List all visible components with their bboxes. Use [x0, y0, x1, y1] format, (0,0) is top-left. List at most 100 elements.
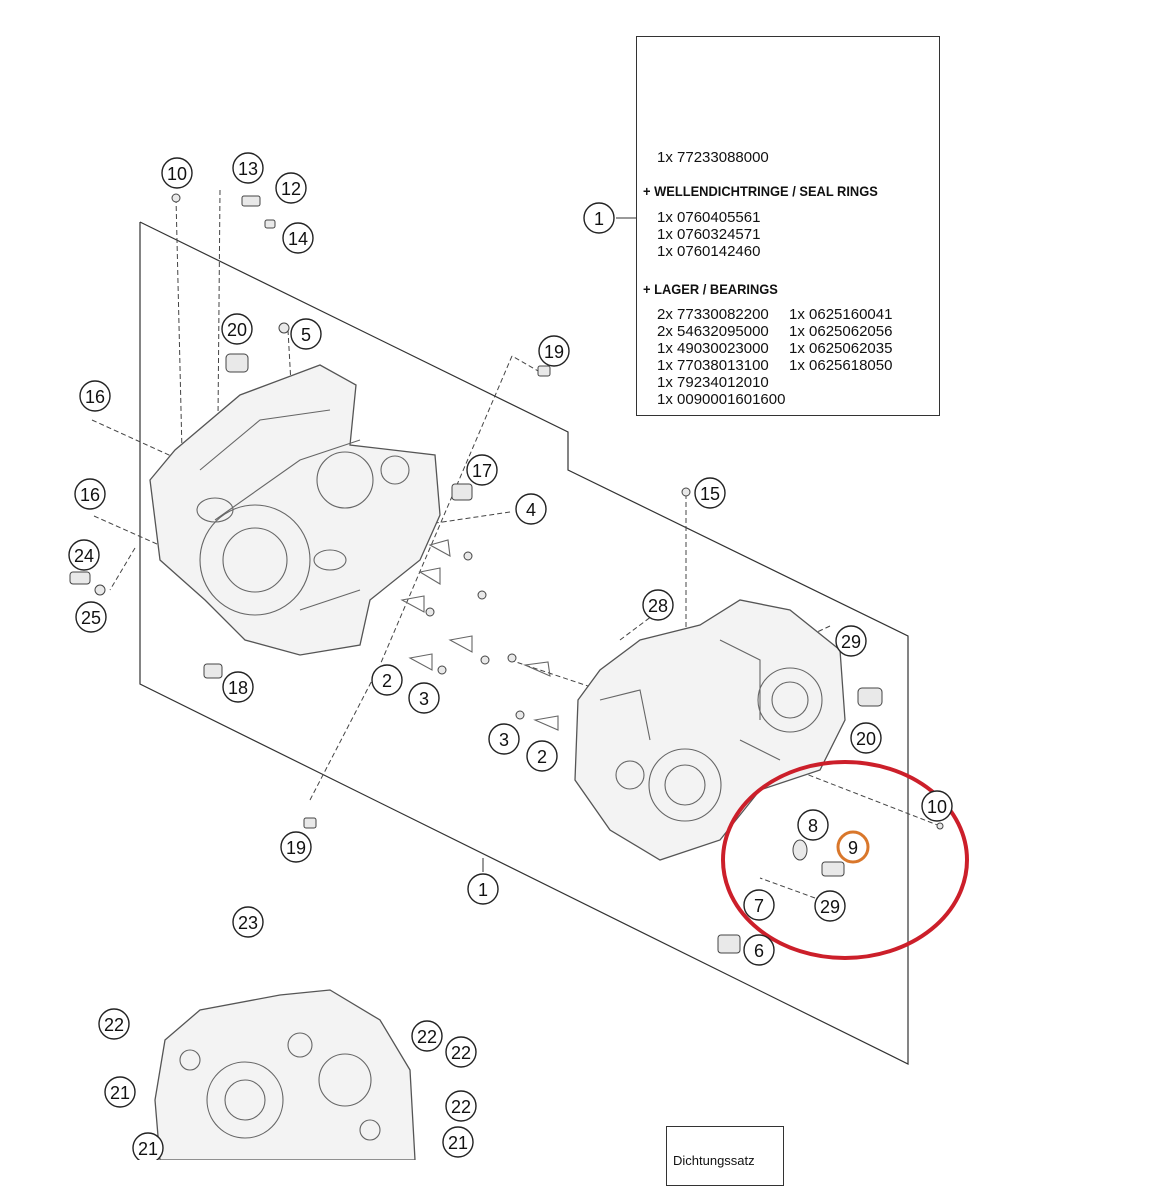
callout-label: 22	[451, 1097, 471, 1117]
callout-label: 20	[227, 320, 247, 340]
callout-c16a: 16	[79, 380, 111, 412]
callout-circle	[280, 831, 312, 863]
callout-circle	[538, 335, 570, 367]
crankcase-lower-view	[154, 989, 416, 1160]
callout-circle	[467, 873, 499, 905]
callout-circle	[275, 172, 307, 204]
callout-circle	[797, 809, 829, 841]
callout-circle	[104, 1076, 136, 1108]
bearing-right-3: 1x 0625062035	[789, 340, 893, 357]
parts-kit-box: 1x 77233088000 + WELLENDICHTRINGE / SEAL…	[636, 36, 940, 416]
callout-circle	[408, 682, 440, 714]
callout-c25: 25	[75, 601, 107, 633]
crankcase-left-half	[149, 364, 441, 656]
callout-circle	[74, 478, 106, 510]
callout-c1a: 1	[467, 873, 499, 905]
callout-label: 17	[472, 461, 492, 481]
callout-c19b: 19	[280, 831, 312, 863]
callout-label: 10	[927, 797, 947, 817]
callout-label: 28	[648, 596, 668, 616]
callout-circle	[442, 1126, 474, 1158]
callout-label: 12	[281, 179, 301, 199]
callout-c8a: 8	[797, 809, 829, 841]
callout-c15: 15	[694, 477, 726, 509]
assembly-outline	[139, 221, 909, 1065]
callout-circle	[642, 589, 674, 621]
callout-label: 25	[81, 608, 101, 628]
callout-label: 19	[544, 342, 564, 362]
callout-circle	[232, 906, 264, 938]
callout-label: 22	[417, 1027, 437, 1047]
bearing-left-3: 1x 49030023000	[657, 340, 769, 357]
callout-label: 22	[451, 1043, 471, 1063]
callout-circle	[694, 477, 726, 509]
callout-c1-main: 1	[583, 202, 615, 234]
callout-label: 7	[754, 896, 764, 916]
callout-label: 22	[104, 1015, 124, 1035]
callout-c22a: 22	[98, 1008, 130, 1040]
callout-c12: 12	[275, 172, 307, 204]
leader-lines	[91, 189, 941, 899]
callout-circle	[222, 671, 254, 703]
callout-circle	[743, 889, 775, 921]
callout-label: 20	[856, 729, 876, 749]
callout-c20a: 20	[221, 313, 253, 345]
bearing-right-2: 1x 0625062056	[789, 323, 893, 340]
callout-circle	[526, 740, 558, 772]
callout-c9a: 9	[836, 830, 870, 864]
bearing-right-4: 1x 0625618050	[789, 357, 893, 374]
seal-rings-heading: + WELLENDICHTRINGE / SEAL RINGS	[643, 183, 878, 199]
bearing-left-1: 2x 77330082200	[657, 306, 769, 323]
bearing-left-5: 1x 79234012010	[657, 374, 769, 391]
callout-label: 1	[478, 880, 488, 900]
callout-circle	[445, 1090, 477, 1122]
callout-c3b: 3	[488, 723, 520, 755]
callout-c23: 23	[232, 906, 264, 938]
bearing-right-1: 1x 0625160041	[789, 306, 893, 323]
callout-c7a: 7	[743, 889, 775, 921]
callout-c21c: 21	[442, 1126, 474, 1158]
callout-c4a: 4	[515, 493, 547, 525]
callout-circle	[850, 722, 882, 754]
callout-label: 5	[301, 325, 311, 345]
callout-circle	[488, 723, 520, 755]
callout-c6a: 6	[743, 934, 775, 966]
callout-label: 9	[848, 838, 858, 858]
callout-circle	[814, 890, 846, 922]
callout-circle	[371, 664, 403, 696]
callout-c3a: 3	[408, 682, 440, 714]
callout-circle	[79, 380, 111, 412]
callout-circle	[466, 454, 498, 486]
callout-circle	[836, 830, 870, 864]
callout-label: 16	[80, 485, 100, 505]
callout-c21a: 21	[104, 1076, 136, 1108]
callout-c10: 10	[161, 157, 193, 189]
callout-circle	[132, 1132, 164, 1160]
callout-label: 15	[700, 484, 720, 504]
callout-c18a: 18	[222, 671, 254, 703]
callout-circle	[411, 1020, 443, 1052]
callout-label: 21	[110, 1083, 130, 1103]
callout-c19a: 19	[538, 335, 570, 367]
callout-circle	[221, 313, 253, 345]
callout-label: 8	[808, 816, 818, 836]
callout-c16b: 16	[74, 478, 106, 510]
seal-ring-3: 1x 0760142460	[657, 243, 761, 260]
callout-c28a: 28	[642, 589, 674, 621]
callout-label: 6	[754, 941, 764, 961]
callout-label: 21	[138, 1139, 158, 1159]
bearing-left-2: 2x 54632095000	[657, 323, 769, 340]
bearings-heading: + LAGER / BEARINGS	[643, 281, 778, 297]
annotation-ellipse	[721, 760, 969, 960]
callout-label: 16	[85, 387, 105, 407]
callout-label: 23	[238, 913, 258, 933]
bearing-left-4: 1x 77038013100	[657, 357, 769, 374]
bearing-left-6: 1x 0090001601600	[657, 391, 786, 408]
callout-label: 1	[594, 209, 604, 229]
callout-label: 3	[419, 689, 429, 709]
callout-circle	[98, 1008, 130, 1040]
callout-label: 14	[288, 229, 308, 249]
callout-c2b: 2	[526, 740, 558, 772]
callout-c20b: 20	[850, 722, 882, 754]
callout-label: 4	[526, 500, 536, 520]
